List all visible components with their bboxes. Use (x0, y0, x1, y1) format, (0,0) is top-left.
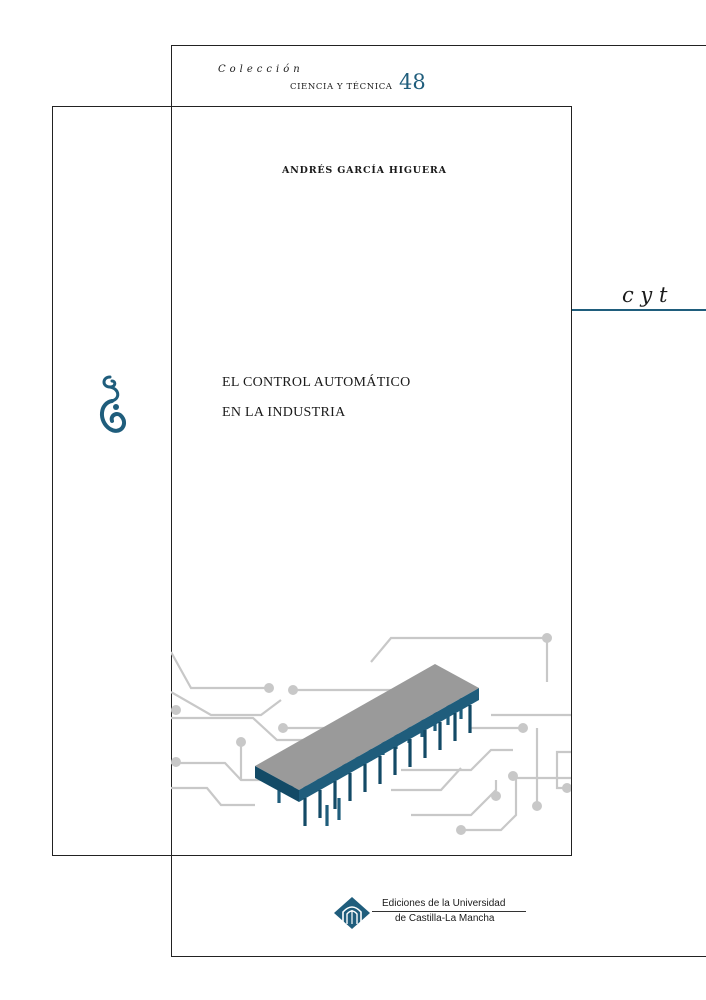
spine-rule (572, 309, 706, 311)
author-name: ANDRÉS GARCÍA HIGUERA (282, 165, 447, 176)
scroll-ornament-icon (100, 375, 127, 433)
series-word: Colección (218, 64, 304, 75)
series-name: CIENCIA Y TÉCNICA (290, 82, 393, 92)
front-cover-frame (52, 106, 572, 856)
publisher-emblem-icon (334, 897, 370, 929)
back-cover-frame (171, 45, 706, 957)
publisher-name-line-1: Ediciones de la Universidad (382, 898, 506, 909)
book-title-line-1: EL CONTROL AUTOMÁTICO (222, 375, 411, 390)
publisher-name-line-2: de Castilla-La Mancha (395, 913, 495, 924)
series-number: 48 (399, 70, 426, 94)
book-title-line-2: EN LA INDUSTRIA (222, 405, 346, 420)
publisher-rule (372, 911, 526, 912)
spine-mark: c y t (622, 283, 668, 307)
integrated-circuit-chip-icon (171, 633, 571, 835)
